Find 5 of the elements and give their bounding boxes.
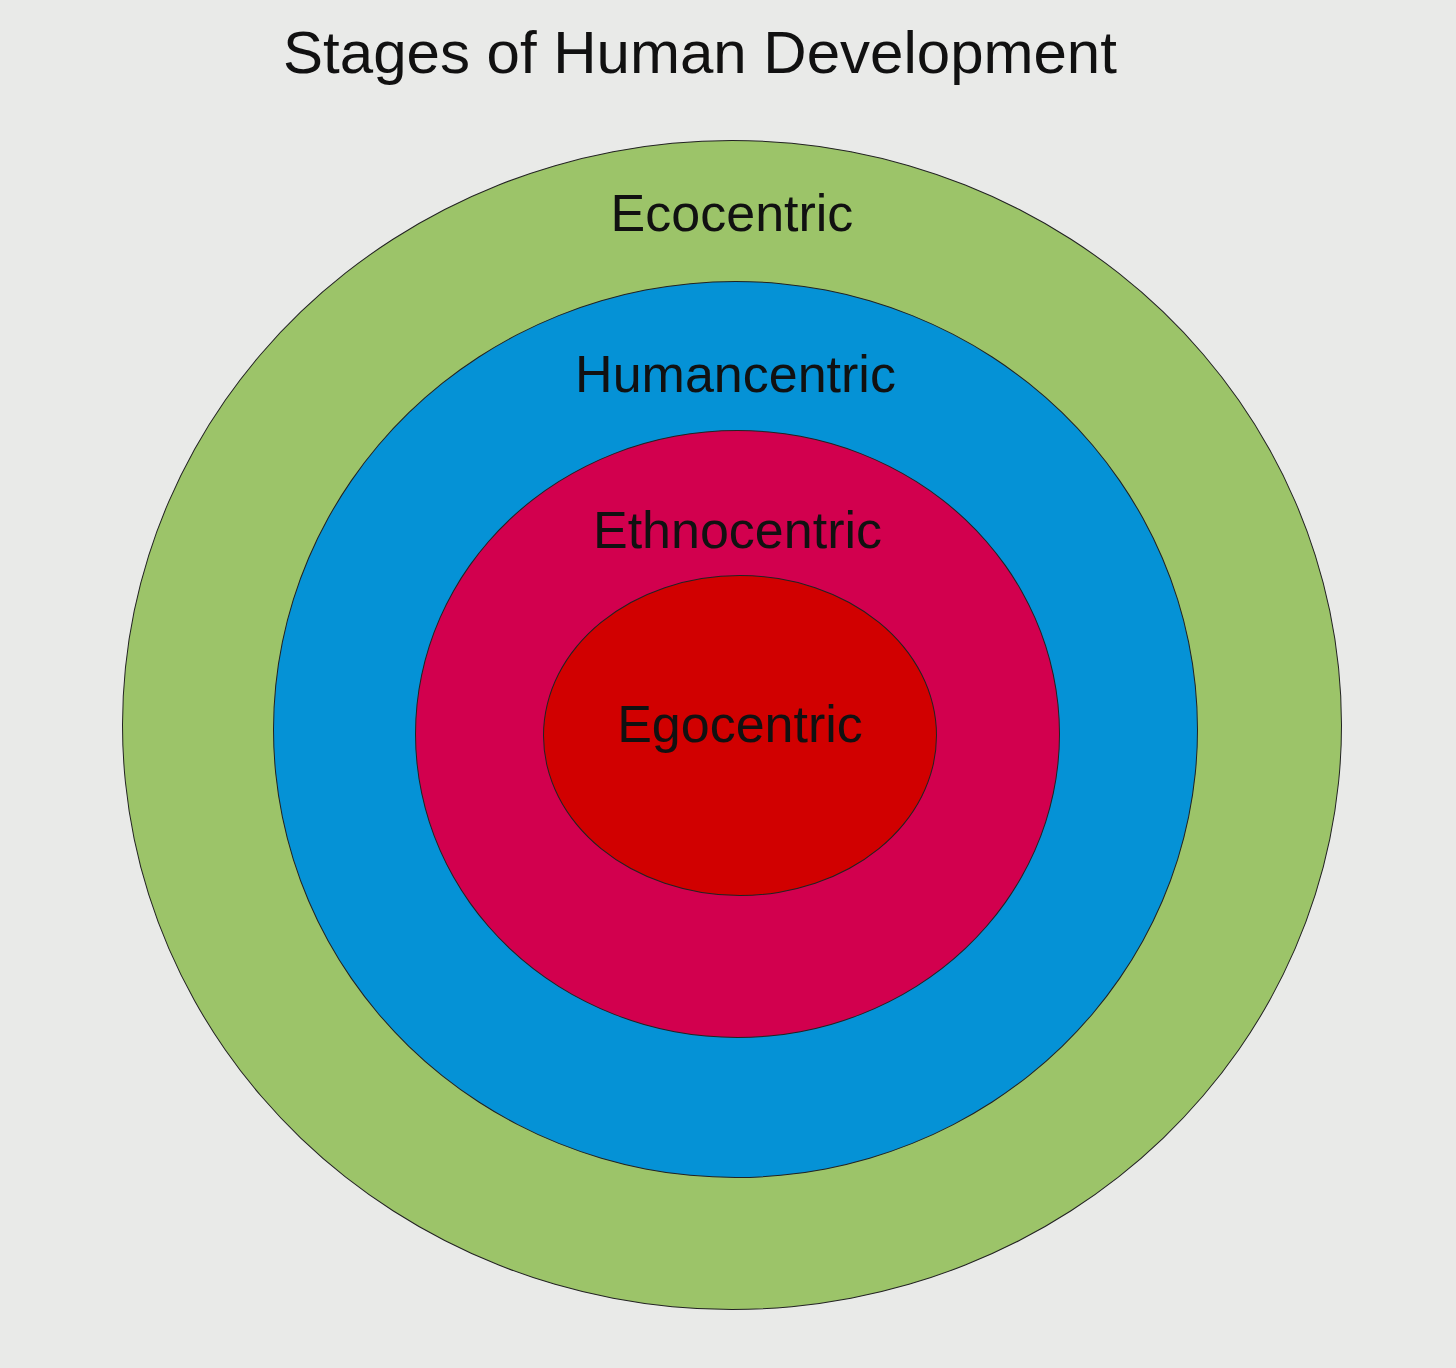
stage-label: Ethnocentric (592, 500, 882, 560)
diagram-title: Stages of Human Development (282, 18, 1118, 87)
stage-label: Egocentric (617, 694, 863, 754)
stage-label: Humancentric (575, 344, 896, 404)
stage-label: Ecocentric (610, 183, 854, 243)
